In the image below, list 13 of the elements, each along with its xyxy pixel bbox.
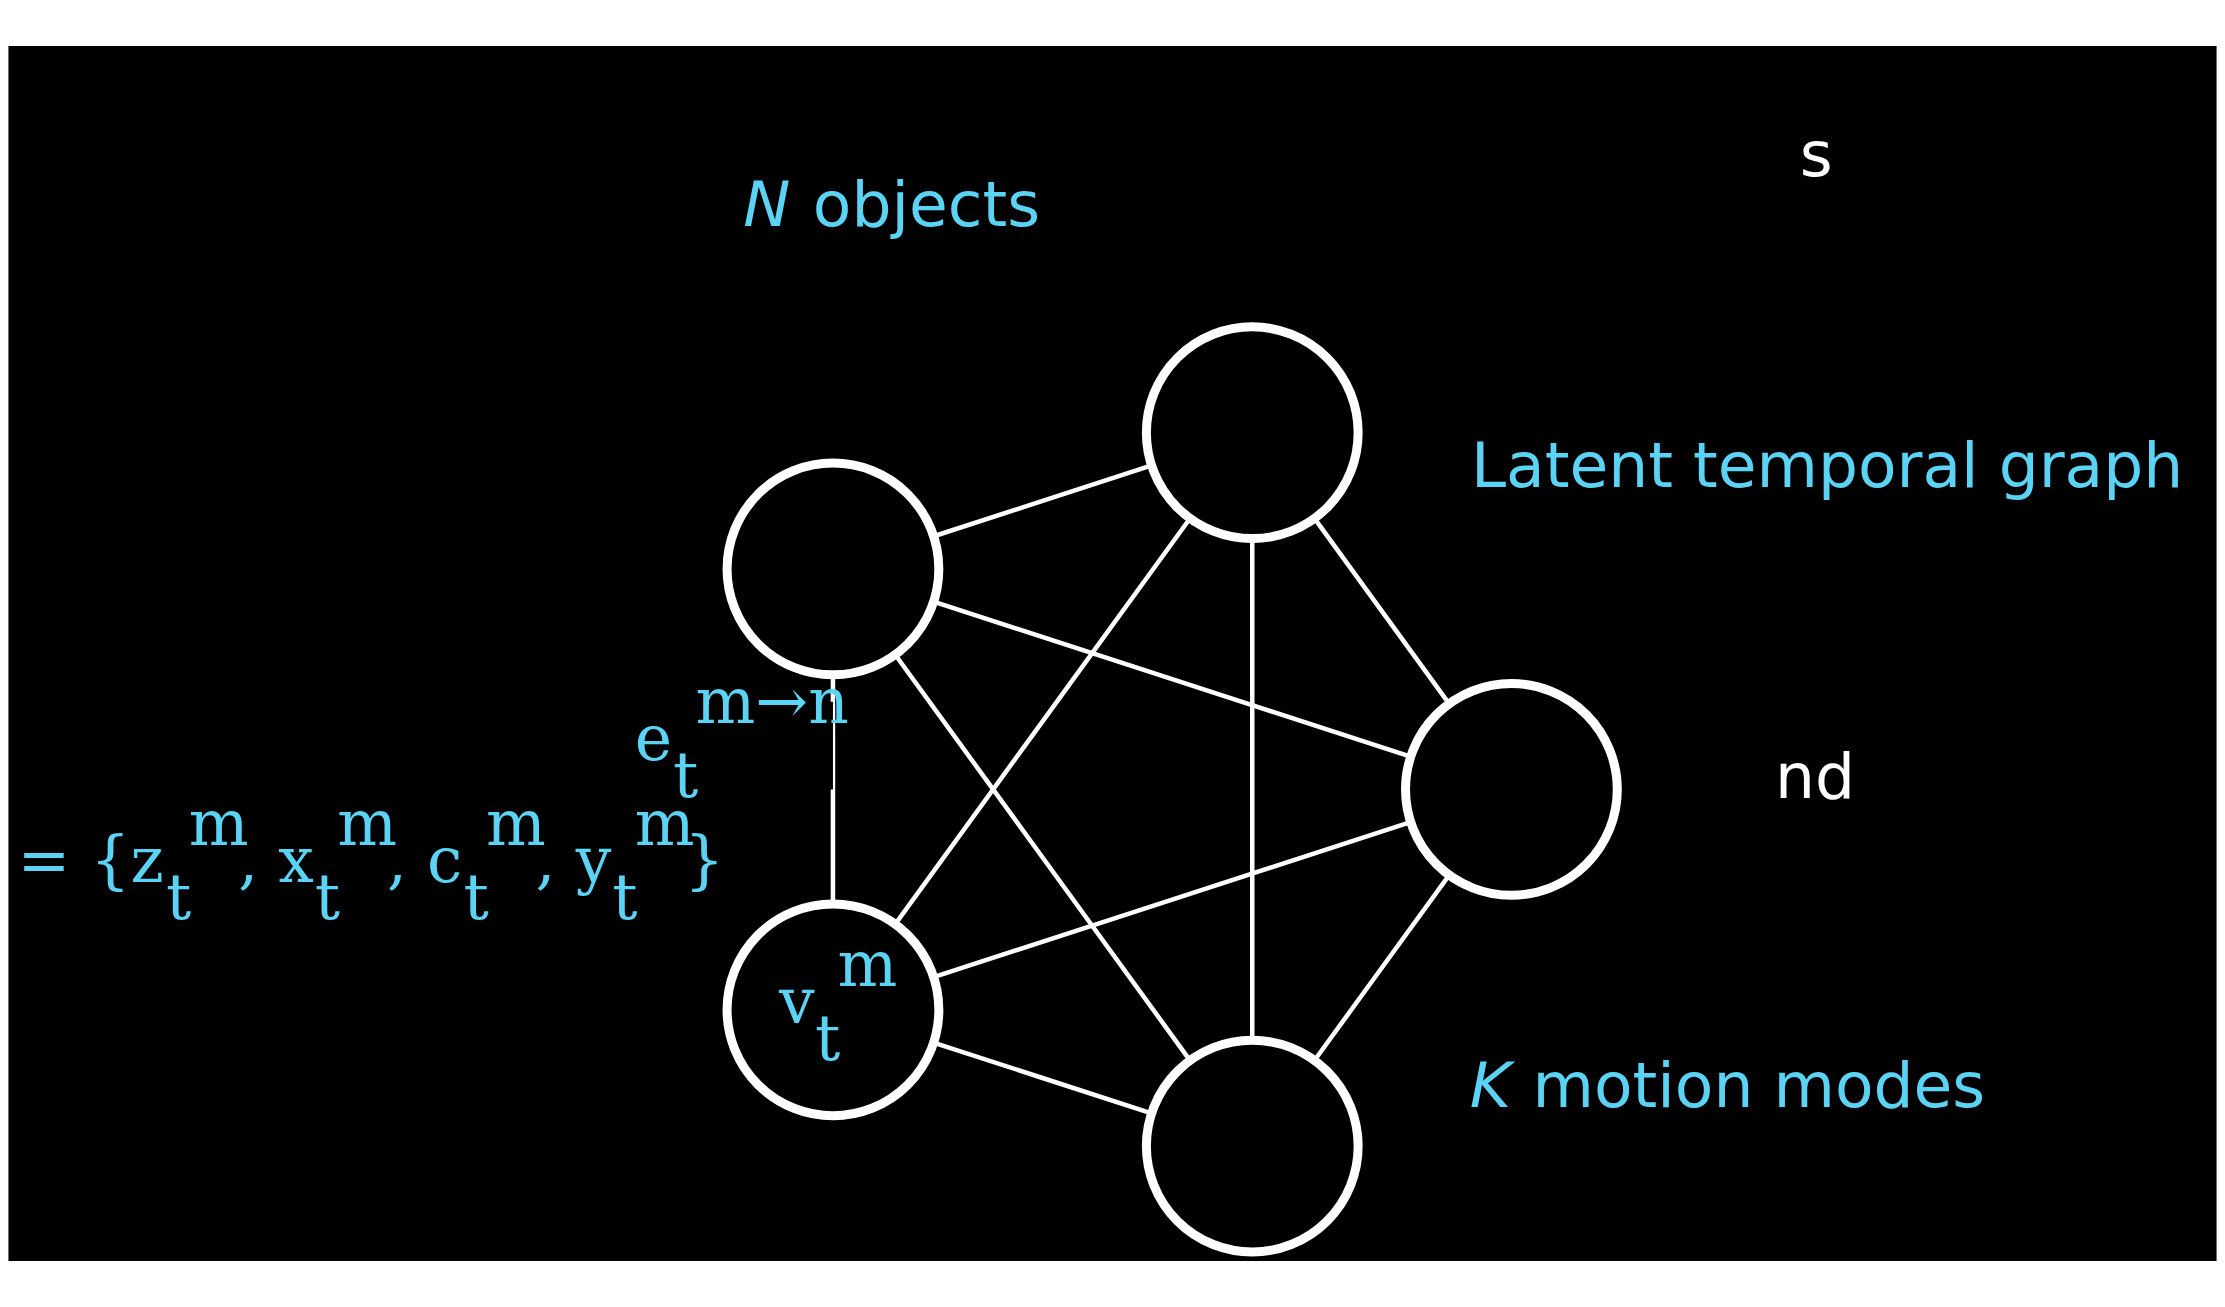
- label: K motion modes: [1469, 1047, 1986, 1122]
- node-circle: [1401, 679, 1622, 900]
- connector: [1313, 517, 1451, 705]
- label: Latent temporal graph: [1470, 428, 2184, 503]
- connector: [893, 517, 1192, 925]
- label: nd: [1775, 739, 1856, 814]
- connector: [1313, 874, 1451, 1062]
- node-circle: [722, 458, 944, 680]
- label: N objects: [743, 167, 1041, 241]
- node-circle: [1141, 322, 1363, 544]
- label: s: [1799, 117, 1833, 192]
- connector: [893, 653, 1192, 1062]
- node-circle: [1141, 1035, 1363, 1257]
